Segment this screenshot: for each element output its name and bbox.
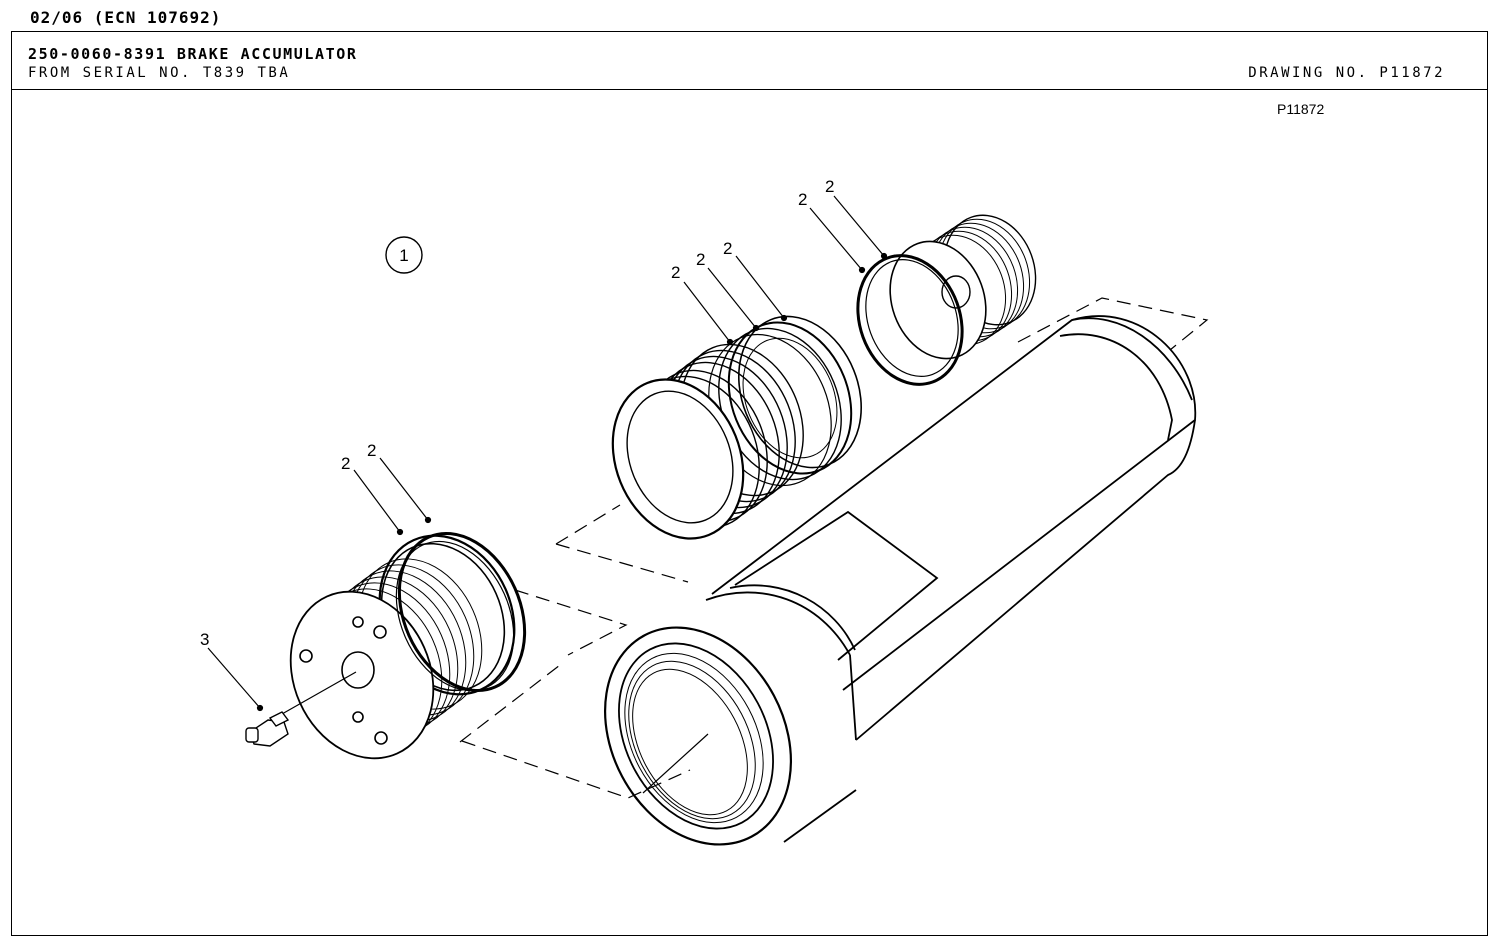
piston [611,315,863,540]
title-block: 250-0060-8391 BRAKE ACCUMULATOR FROM SER… [12,32,1487,90]
item-2-label: 2 [671,263,680,282]
drawing-number: DRAWING NO. P11872 [1248,65,1445,81]
item-1-number: 1 [399,246,408,265]
serial-range: FROM SERIAL NO. T839 TBA [28,65,291,81]
revision-note: 02/06 (ECN 107692) [30,8,222,27]
plate-id: P11872 [1277,101,1324,117]
fitting-part [245,711,290,747]
item-labels: 3 2 2 2 2 2 2 2 [200,177,834,649]
item-3-label: 3 [200,630,209,649]
end-cap-right [889,214,1037,360]
item-2-label: 2 [825,177,834,196]
end-cap-left [281,534,516,760]
item-2-label: 2 [341,454,350,473]
item-2-label: 2 [798,190,807,209]
item-1-callout: 1 [385,236,423,274]
item-2-label: 2 [696,250,705,269]
assembly-dashed-lines [459,297,1209,799]
item-2-label: 2 [723,239,732,258]
leader-lines [207,195,888,712]
accumulator-cylinder [604,315,1197,846]
drawing-title: 250-0060-8391 BRAKE ACCUMULATOR [28,45,358,63]
drawing-frame: 250-0060-8391 BRAKE ACCUMULATOR FROM SER… [11,31,1488,936]
seal-rings-left [395,531,527,693]
seal-rings-right [856,254,964,386]
item-2-label: 2 [367,441,376,460]
